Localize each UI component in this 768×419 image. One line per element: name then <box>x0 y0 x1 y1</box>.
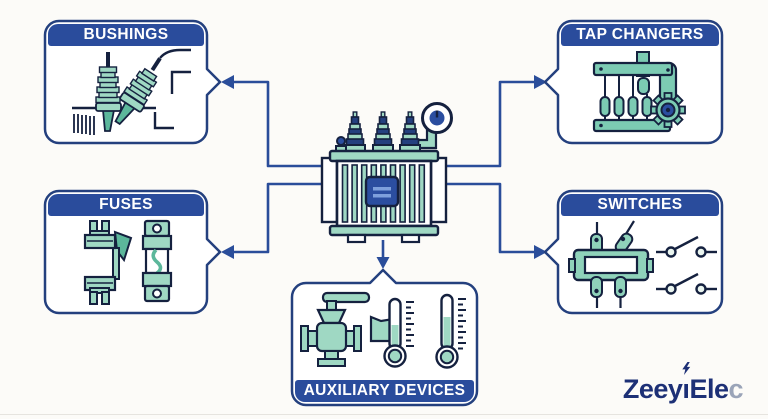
gauge-icon <box>421 102 453 134</box>
connector-to-bushings <box>233 80 324 168</box>
tap-changers-icon <box>592 51 686 133</box>
auxiliary-devices-icon <box>300 291 466 369</box>
connector-arrows <box>221 75 547 269</box>
valve-icon <box>300 291 371 367</box>
switches-header: SWITCHES <box>561 194 719 216</box>
gear-icon <box>650 92 686 128</box>
logo-text-prefix: Zeey <box>622 374 683 404</box>
arrowhead-switches <box>534 245 547 259</box>
thermometer-icon <box>435 293 466 369</box>
connector-to-switches <box>444 182 535 254</box>
switch-symbol-icon <box>656 235 717 295</box>
transformer-icon <box>320 102 453 244</box>
logo-i-char: ı <box>682 374 690 404</box>
arrowhead-tap-changers <box>534 75 547 89</box>
fuses-header: FUSES <box>48 194 204 216</box>
switches-label: SWITCHES <box>597 196 683 213</box>
bottom-hairline <box>0 414 768 415</box>
switches-icon <box>568 220 717 308</box>
hv-bushings <box>344 111 421 154</box>
auxiliary-devices-label: AUXILIARY DEVICES <box>303 382 466 399</box>
logo-text-suffix: Ele <box>689 374 729 404</box>
bushings-icon <box>72 48 191 135</box>
bushings-label: BUSHINGS <box>83 26 169 43</box>
logo-last-char: c <box>728 374 743 404</box>
arrowhead-auxiliary <box>376 257 390 269</box>
thermometer-gauge-icon <box>369 297 414 368</box>
fuses-label: FUSES <box>99 196 153 213</box>
lightning-bolt-icon <box>682 362 691 375</box>
arrowhead-fuses <box>221 245 234 259</box>
transformer-nameplate <box>364 175 400 208</box>
connector-to-tap-changers <box>444 80 535 168</box>
tap-changers-label: TAP CHANGERS <box>576 26 704 43</box>
tap-changers-header: TAP CHANGERS <box>561 24 719 46</box>
bushings-header: BUSHINGS <box>48 24 204 46</box>
logo-i-with-bolt: ı <box>682 362 691 405</box>
auxiliary-devices-header: AUXILIARY DEVICES <box>295 380 474 402</box>
fuses-icon <box>83 219 173 305</box>
arrowhead-bushings <box>221 75 234 89</box>
connector-to-fuses <box>233 182 324 254</box>
